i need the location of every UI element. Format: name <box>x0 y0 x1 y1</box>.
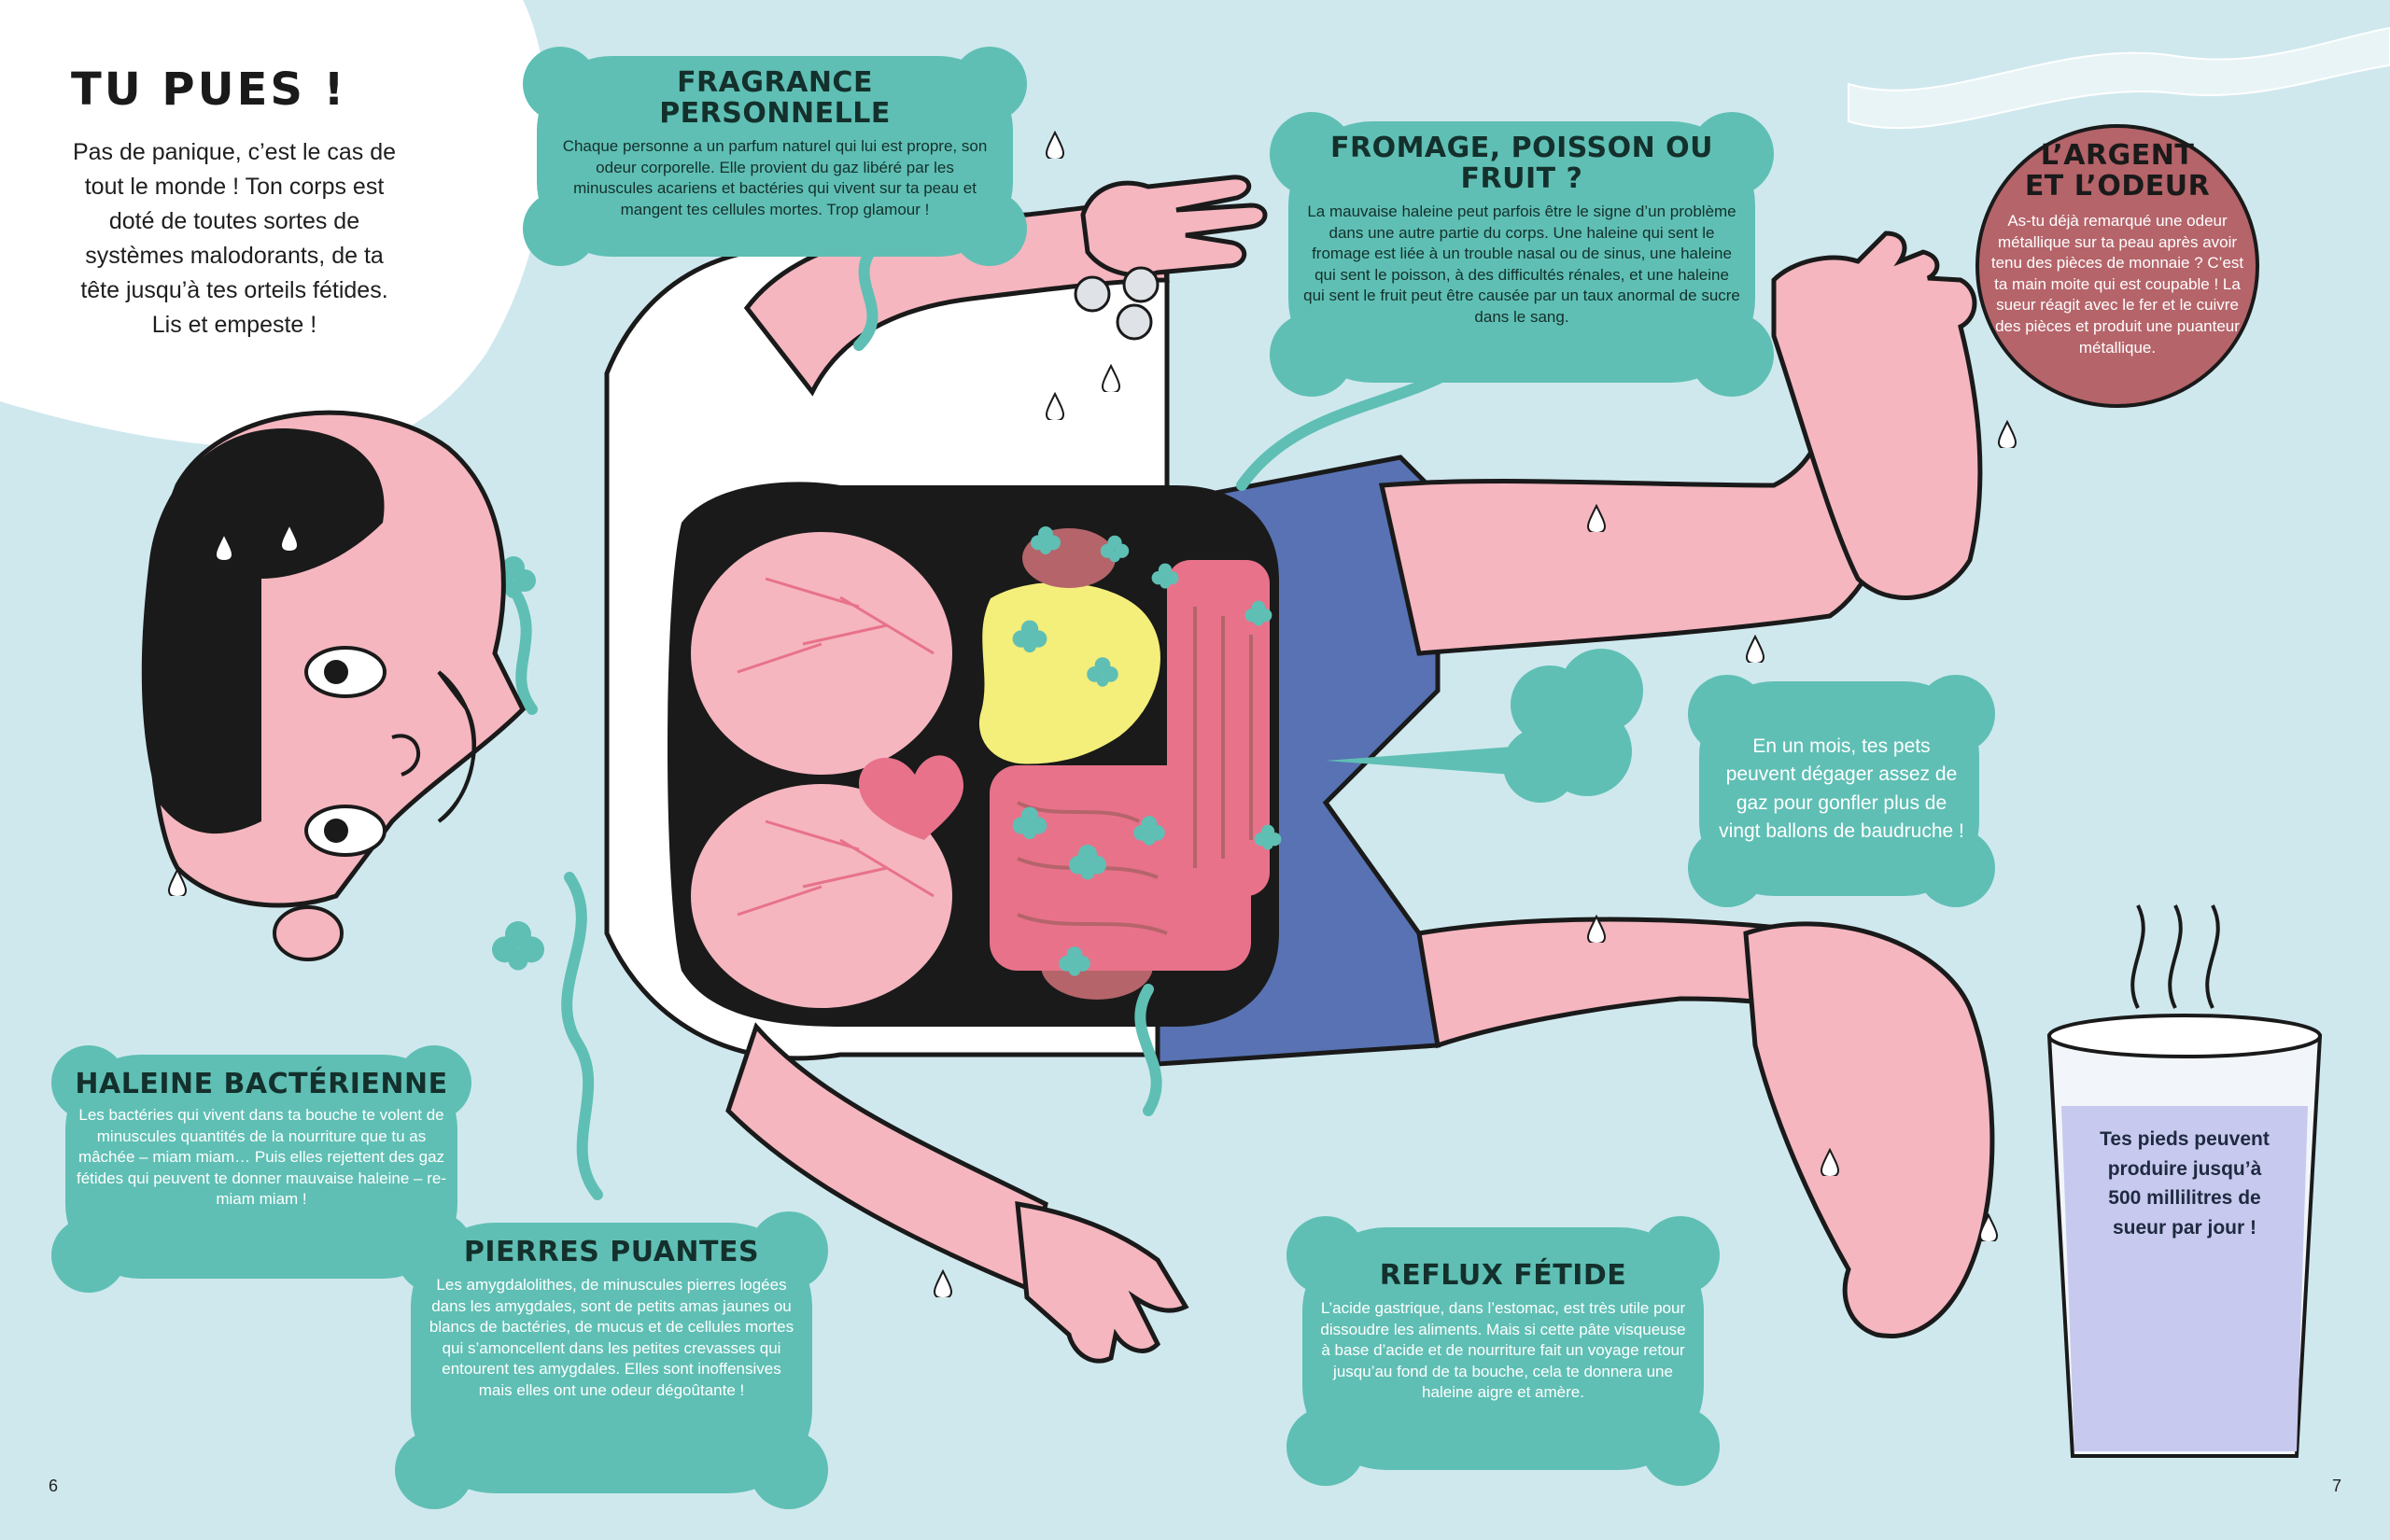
lung-lower <box>691 784 952 1008</box>
argent-title-line2: ET L’ODEUR <box>2024 170 2211 203</box>
pierres-box: PIERRES PUANTES Les amygdalolithes, de m… <box>425 1237 798 1402</box>
argent-text: As-tu déjà remarqué une odeur métallique… <box>1990 212 2244 357</box>
fragrance-cloud <box>523 47 1027 266</box>
smell-wisp-head <box>513 592 538 715</box>
haleine-text: Les bactéries qui vivent dans ta bouche … <box>77 1106 446 1209</box>
lung-upper <box>691 532 952 775</box>
speech-bubble <box>0 0 548 560</box>
lower-foot <box>1743 921 1995 1338</box>
page-title: TU PUES ! <box>71 63 347 116</box>
page-number-right: 7 <box>2332 1477 2342 1495</box>
fromage-title: FROMAGE, POISSON OU FRUIT ? <box>1329 132 1714 195</box>
fragrance-text: Chaque personne a un parfum naturel qui … <box>562 137 988 218</box>
intro-block: TU PUES ! Pas de panique, c’est le cas d… <box>71 65 398 343</box>
upper-foot <box>1771 231 1983 600</box>
reflux-cloud <box>1286 1216 1720 1486</box>
pierres-title: PIERRES PUANTES <box>463 1236 760 1268</box>
mouth <box>437 670 476 823</box>
smoke-plume <box>1848 26 2390 130</box>
reflux-text: L’acide gastrique, dans l’estomac, est t… <box>1320 1299 1686 1402</box>
fragrance-box: FRAGRANCE PERSONNELLE Chaque personne a … <box>560 67 990 220</box>
pierres-cloud <box>395 1211 828 1509</box>
argent-circle <box>1975 124 2259 408</box>
hair <box>141 428 385 834</box>
fromage-box: FROMAGE, POISSON OU FRUIT ? La mauvaise … <box>1302 133 1741 329</box>
nose <box>391 734 420 777</box>
fromage-cloud <box>1270 112 1774 397</box>
coins <box>1074 266 1160 341</box>
fart-cloud <box>1326 649 1643 803</box>
glass-box: Tes pieds peuvent produire jusqu’à 500 m… <box>2091 1125 2278 1242</box>
fromage-text: La mauvaise haleine peut parfois être le… <box>1303 203 1740 327</box>
pets-box: En un mois, tes pets peuvent dégager ass… <box>1718 733 1965 847</box>
pets-cloud <box>1688 675 1995 907</box>
haleine-box: HALEINE BACTÉRIENNE Les bactéries qui vi… <box>75 1069 448 1211</box>
head <box>141 410 527 961</box>
raised-hand <box>1080 175 1268 278</box>
glass-text: Tes pieds peuvent produire jusqu’à 500 m… <box>2100 1128 2270 1239</box>
argent-box: L’ARGENT ET L’ODEUR As-tu déjà remarqué … <box>1989 140 2246 358</box>
fragrance-title: FRAGRANCE PERSONNELLE <box>659 66 891 130</box>
page-number-left: 6 <box>49 1477 59 1495</box>
reflux-box: REFLUX FÉTIDE L’acide gastrique, dans l’… <box>1316 1260 1690 1404</box>
pets-text: En un mois, tes pets peuvent dégager ass… <box>1719 735 1964 843</box>
intro-text: Pas de panique, c’est le cas de tout le … <box>72 138 397 338</box>
reflux-title: REFLUX FÉTIDE <box>1379 1259 1627 1292</box>
glass-of-sweat <box>2046 904 2323 1458</box>
haleine-cloud <box>51 1045 471 1293</box>
smell-wisp-stomach <box>1134 984 1162 1116</box>
lower-hand <box>1015 1200 1189 1364</box>
smell-wisp-mouth <box>561 872 603 1200</box>
haleine-title: HALEINE BACTÉRIENNE <box>75 1068 448 1100</box>
ear <box>273 905 344 961</box>
pierres-text: Les amygdalolithes, de minuscules pierre… <box>429 1276 794 1400</box>
heart <box>859 755 963 840</box>
argent-title-line1: L’ARGENT <box>2040 139 2195 172</box>
